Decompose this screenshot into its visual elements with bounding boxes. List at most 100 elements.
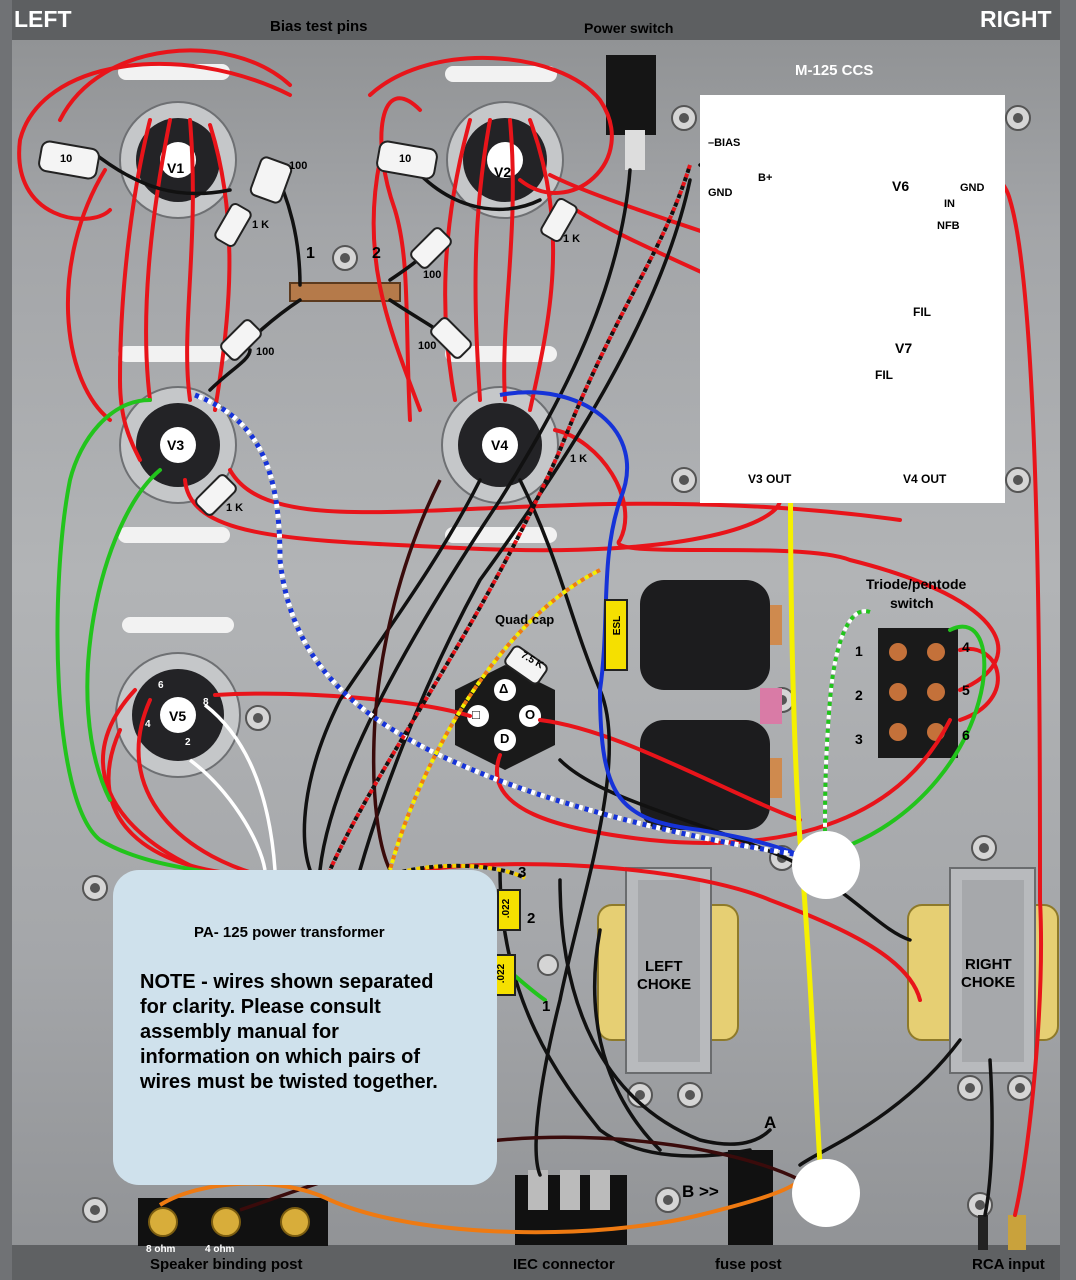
cap-terminal-1: 1 [542,998,551,1015]
note-line: for clarity. Please consult [140,996,381,1018]
film-capacitors [492,599,628,996]
note-line: wires must be twisted together. [140,1071,438,1093]
ccs-board [700,95,1005,503]
ccs-v3out-label: V3 OUT [748,472,792,486]
grommet-hole [792,831,860,899]
resistor-1k-v1-label: 1 K [252,219,270,231]
terminal-strip [289,282,401,302]
green-white-twisted-wire [823,609,871,836]
quad-cap-terminal-a: Δ [499,681,509,696]
cap-022-lower-label: .022 [496,963,508,984]
resistor-10-v2-label: 10 [399,153,412,165]
fuse-lead-a: A [764,1113,777,1132]
resistor-100-b-label: 100 [423,269,442,281]
rca-input-label: RCA input [972,1256,1045,1273]
resistor-100-a-label: 100 [289,160,308,172]
switch-pin-1: 1 [855,643,863,659]
speaker-binding-post-label: Speaker binding post [150,1256,303,1273]
speaker-binding-posts [138,1198,328,1246]
v5-pin4-label: 4 [145,719,151,730]
assembly-note: NOTE - wires shown separated for clarity… [140,970,438,1095]
ccs-v6-label: V6 [892,178,910,194]
ccs-gnd2-label: GND [960,182,985,194]
resistors [38,140,578,685]
switch-pin-3: 3 [855,731,863,747]
transformer-title: PA- 125 power transformer [194,924,385,941]
left-choke-label1: LEFT [645,958,683,975]
grommet-hole [792,1159,860,1227]
switch-title-line2: switch [890,595,934,611]
cap-terminal-3: 3 [518,864,527,881]
tube-v2-label: V2 [494,164,512,180]
cap-022-upper-label: .022 [501,898,513,919]
terminal-2-label: 2 [372,245,381,262]
note-line: NOTE - wires shown separated [140,971,434,993]
ccs-bplus-label: B+ [758,172,773,184]
ccs-v4out-label: V4 OUT [903,472,947,486]
ccs-title: M-125 CCS [795,62,874,79]
top-panel-edge [0,0,1076,40]
switch-pin-6: 6 [962,727,970,743]
ccs-in-label: IN [944,198,955,210]
right-panel-edge [1060,0,1076,1280]
ccs-nfb-label: NFB [937,220,960,232]
fuse-lead-b: B >> [682,1182,719,1201]
switch-pin-5: 5 [962,682,970,698]
bias-test-pins-label: Bias test pins [270,18,368,35]
left-choke [597,867,739,1074]
white-wires [188,703,277,871]
left-panel-edge [0,0,12,1280]
speaker-8-ohm-label: 8 ohm [146,1244,176,1255]
esl-label: ESL [612,615,624,636]
ccs-fil1-label: FIL [913,305,931,319]
resistor-1k-v4-label: 1 K [570,453,588,465]
resistor-1k-v2-label: 1 K [563,233,581,245]
resistor-100-c-label: 100 [256,346,275,358]
cap-terminal-2: 2 [527,910,536,927]
tube-v4-label: V4 [491,437,509,453]
v5-pin8-label: 8 [203,697,209,708]
note-line: information on which pairs of [140,1046,420,1068]
yellow-black-twisted-wire [389,863,526,880]
tube-v5-label: V5 [169,708,187,724]
left-choke-label2: CHOKE [637,976,692,993]
tube-v1-label: V1 [167,160,185,176]
switch-pin-2: 2 [855,687,863,703]
terminal-1-label: 1 [306,245,315,262]
note-line: assembly manual for [140,1021,339,1043]
ccs-v7-label: V7 [895,340,913,356]
maroon-wires [239,479,801,1212]
quad-cap-terminal-c: O [525,707,536,722]
switch-pin-4: 4 [962,639,970,655]
quad-cap-terminal-b: □ [472,707,480,722]
left-corner-label: LEFT [14,6,72,32]
resistor-100-d-label: 100 [418,340,437,352]
ccs-fil2-label: FIL [875,368,893,382]
quad-cap-label: Quad cap [495,612,555,627]
right-corner-label: RIGHT [980,6,1052,32]
v5-pin6-label: 6 [158,680,164,691]
ccs-gnd-label: GND [708,187,733,199]
fuse-post-label: fuse post [715,1256,782,1273]
filter-capacitors [640,580,782,830]
blue-wire [499,390,811,862]
iec-connector-label: IEC connector [513,1256,615,1273]
right-choke-label1: RIGHT [965,956,1012,973]
resistor-10-v1-label: 10 [60,153,73,165]
v5-pin2-label: 2 [185,737,191,748]
power-transformer-box [113,870,497,1185]
power-switch-label: Power switch [584,20,674,36]
triode-pentode-switch-body [878,628,958,758]
speaker-4-ohm-label: 4 ohm [205,1244,235,1255]
rca-input-jack [978,1215,1026,1250]
switch-title-line1: Triode/pentode [866,576,967,592]
screws [82,105,1033,1223]
power-switch-body [606,55,656,135]
right-choke-label2: CHOKE [961,974,1016,991]
quad-cap-body [455,665,555,770]
right-choke [907,867,1059,1074]
ccs-bias-label: –BIAS [708,137,741,149]
resistor-1k-v3-label: 1 K [226,502,244,514]
